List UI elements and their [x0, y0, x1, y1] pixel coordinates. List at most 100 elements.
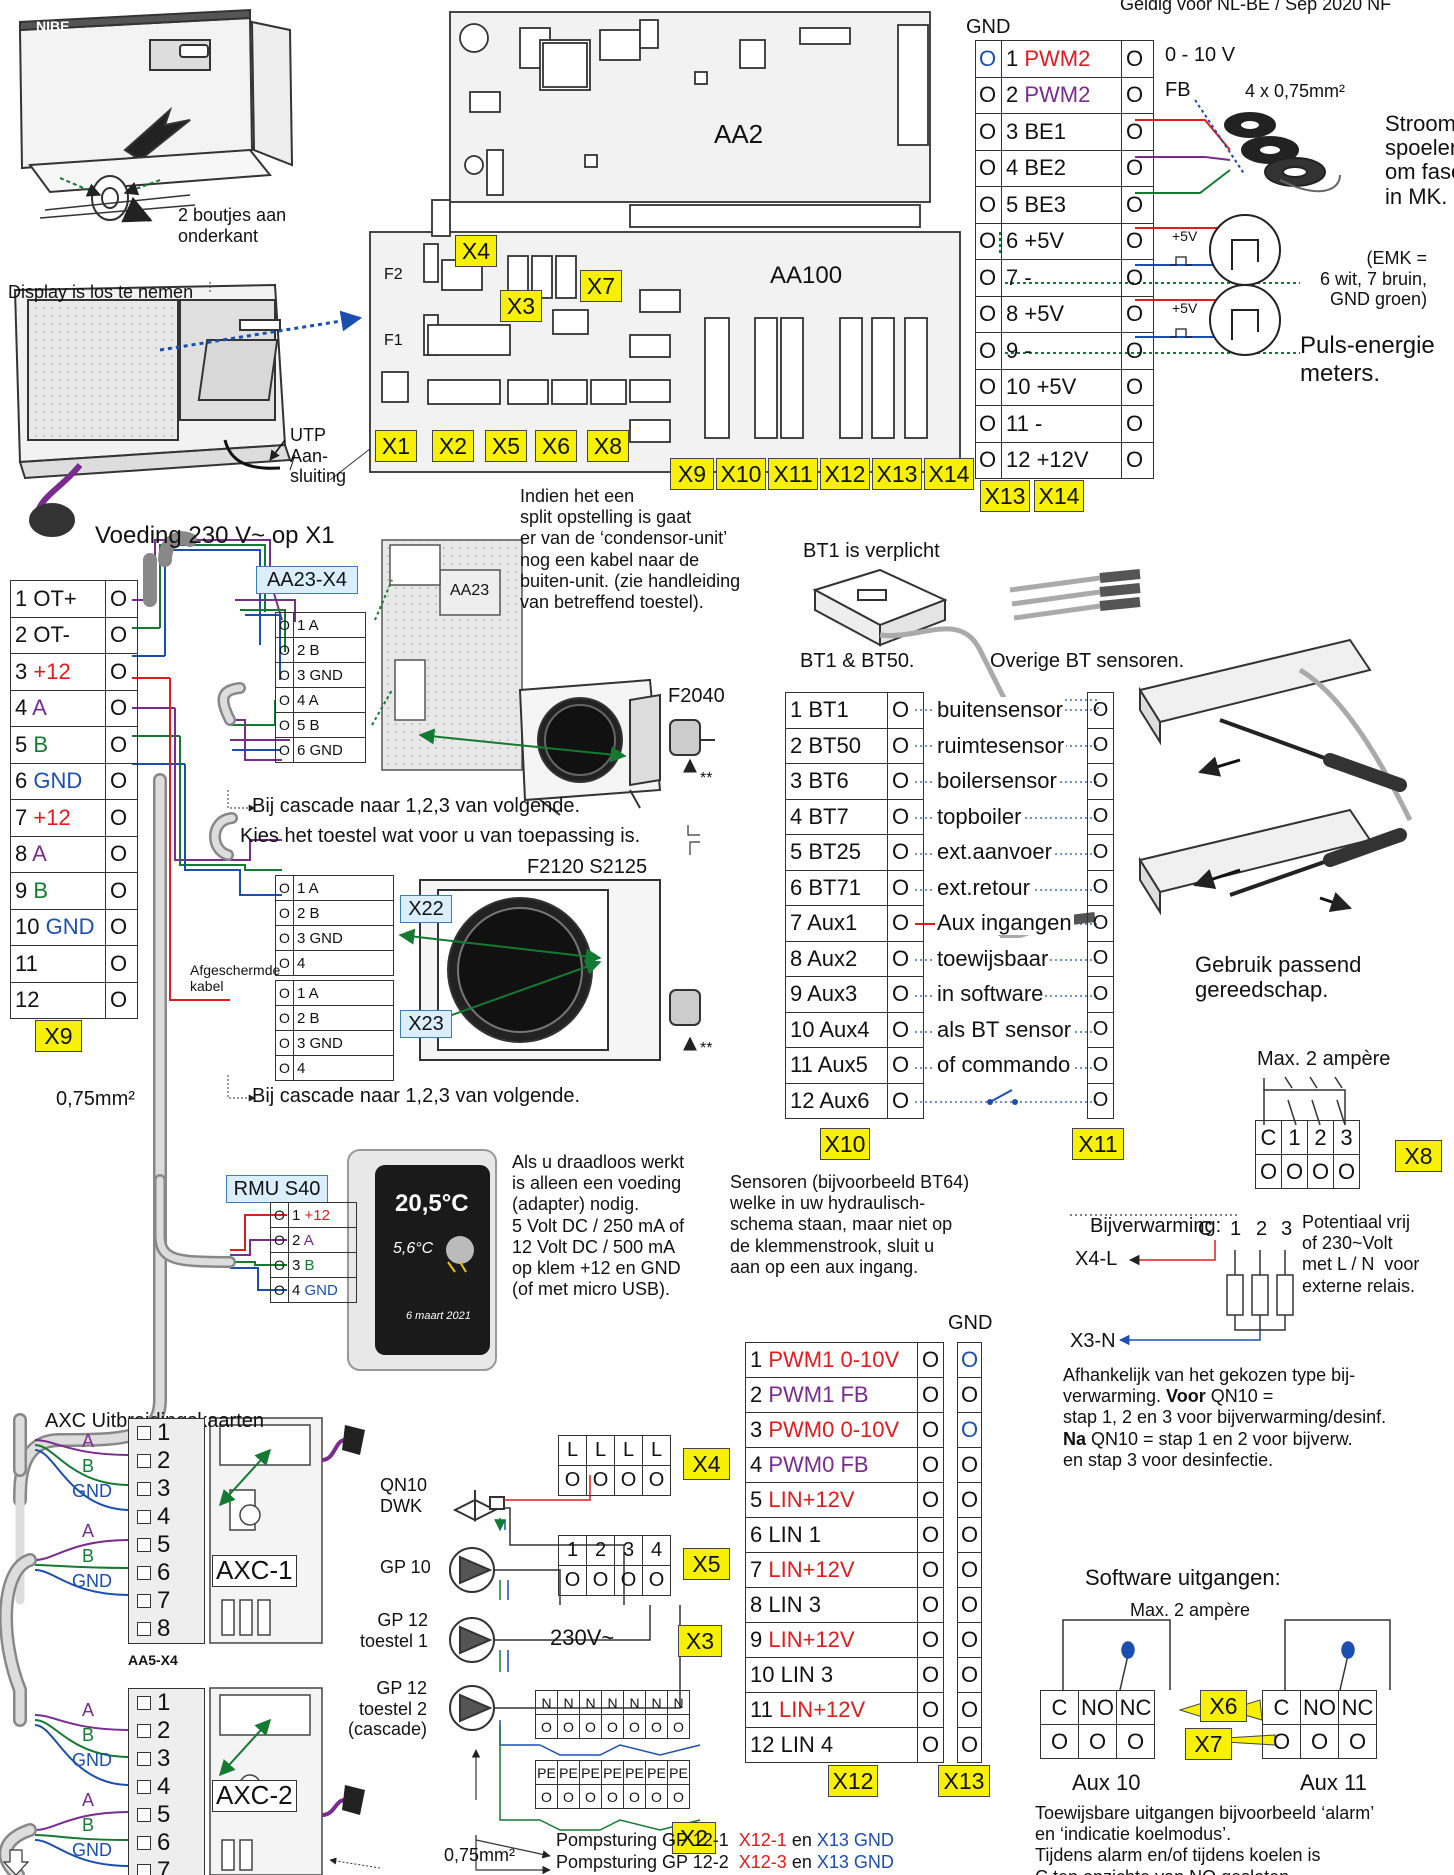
axc-wire-label-b: B — [82, 1546, 95, 1566]
axc1-label: AXC-1 — [212, 1555, 297, 1587]
tool-note: Gebruik passend gereedschap. — [1195, 952, 1362, 1003]
terminal-cell: O — [975, 441, 1002, 479]
x14-tag: X14 — [924, 458, 974, 490]
axc-wire-label-a: A — [82, 1700, 95, 1720]
signal-label: +12 — [304, 1206, 330, 1224]
terminal-number: 5 — [157, 1531, 171, 1558]
terminal-cell: 2 B — [293, 637, 366, 663]
bt1-bt50-label: BT1 & BT50. — [800, 650, 915, 672]
rmu-outdoor-temp: 5,6°C — [393, 1240, 434, 1257]
terminal-cell: O — [1121, 441, 1154, 479]
terminal-number: 1 — [157, 1419, 171, 1446]
pump-wire-gauge: 0,75mm² — [444, 1845, 516, 1865]
axc-terminal: 8 — [129, 1615, 204, 1643]
terminal-cell: O — [275, 925, 294, 951]
x14-terminal-label: 12 +12V — [1001, 441, 1122, 479]
x13-bottom-tag: X13 — [938, 1765, 990, 1797]
terminal-cell: O — [1087, 869, 1114, 906]
axc-terminal: 1 — [129, 1419, 204, 1447]
terminal-square — [137, 1482, 151, 1496]
terminal-number: 7 — [157, 1587, 171, 1614]
sensor-desc-item: ext.aanvoer — [935, 839, 1054, 865]
f1-label: F1 — [384, 332, 403, 349]
terminal-row: O — [1087, 1082, 1114, 1119]
terminal-cell — [944, 1588, 958, 1623]
signal-label: +12 — [33, 804, 71, 830]
signal-label: PWM0 0-10V — [768, 1417, 900, 1442]
axc-wire-label-a: A — [82, 1790, 95, 1810]
terminal-cell: PE — [667, 1760, 690, 1785]
terminal-cell: N — [535, 1690, 558, 1715]
terminal-cell: O — [1121, 405, 1154, 443]
signal-label: B — [304, 1256, 315, 1274]
aa2-label: AA2 — [714, 119, 764, 149]
terminal-cell: O — [957, 1412, 982, 1448]
terminal-cell: 4 — [293, 1055, 394, 1081]
x6-lower-tag: X6 — [1200, 1690, 1247, 1722]
dep-line1: Afhankelijk van het gekozen type bij- — [1063, 1365, 1356, 1385]
x14-terminal-label: 9 - — [1001, 332, 1122, 370]
terminal-cell: O — [645, 1784, 668, 1809]
dep-line2b: Voor — [1166, 1386, 1206, 1407]
terminal-cell: O — [957, 1657, 982, 1693]
terminal-cell: O — [1078, 1724, 1117, 1759]
signal-label: B — [33, 731, 49, 757]
terminal-cell: O — [614, 1465, 643, 1496]
terminal-cell — [944, 1448, 958, 1483]
terminal-cell: O — [917, 1377, 944, 1413]
bijv-2: 2 — [1256, 1218, 1268, 1240]
software-output-relays — [1062, 1619, 1391, 1691]
brand-logo-text: NIBE — [36, 18, 70, 34]
terminal-number: 8 — [157, 1615, 171, 1642]
x9-terminal-label: 6 GND — [10, 762, 106, 800]
terminal-square — [137, 1566, 151, 1580]
terminal-cell: O — [105, 616, 138, 654]
axc-wire-label-a: A — [82, 1431, 95, 1451]
terminal-row: O — [1087, 798, 1114, 835]
terminal-cell: O — [975, 149, 1002, 187]
terminal-cell: 2 B — [293, 1005, 394, 1031]
terminal-cell: 1 A — [293, 612, 366, 638]
terminal-cell: O — [887, 1082, 924, 1119]
ps1-en: en — [791, 1830, 812, 1850]
x12-terminal-label: 11 LIN+12V — [745, 1692, 918, 1728]
signal-label: LIN+12V — [768, 1487, 855, 1512]
outputs-max: Max. 2 ampère — [1130, 1600, 1251, 1620]
terminal-cell: O — [1333, 1154, 1360, 1189]
terminal-cell: O — [1338, 1724, 1377, 1759]
bolt-illustration — [39, 175, 196, 223]
terminal-cell: O — [270, 1252, 289, 1278]
aux11-label: Aux 11 — [1300, 1770, 1367, 1795]
terminal-cell: O — [579, 1714, 602, 1739]
signal-label: A — [303, 1231, 314, 1249]
terminal-cell: O — [535, 1714, 558, 1739]
terminal-cell: 3 GND — [293, 925, 394, 951]
x12-terminal-label: 6 LIN 1 — [745, 1517, 918, 1553]
terminal-cell: O — [957, 1482, 982, 1518]
axc-wire-label-gnd: GND — [72, 1840, 112, 1860]
wire-gauge-x9: 0,75mm² — [56, 1088, 135, 1110]
terminal-cell: O — [105, 653, 138, 691]
split-note: Indien het een split opstelling is gaat … — [520, 486, 741, 613]
x10-terminal-label: 7 Aux1 — [785, 905, 888, 942]
x9-tag: X9 — [670, 458, 714, 490]
terminal-cell: PE — [645, 1760, 668, 1785]
